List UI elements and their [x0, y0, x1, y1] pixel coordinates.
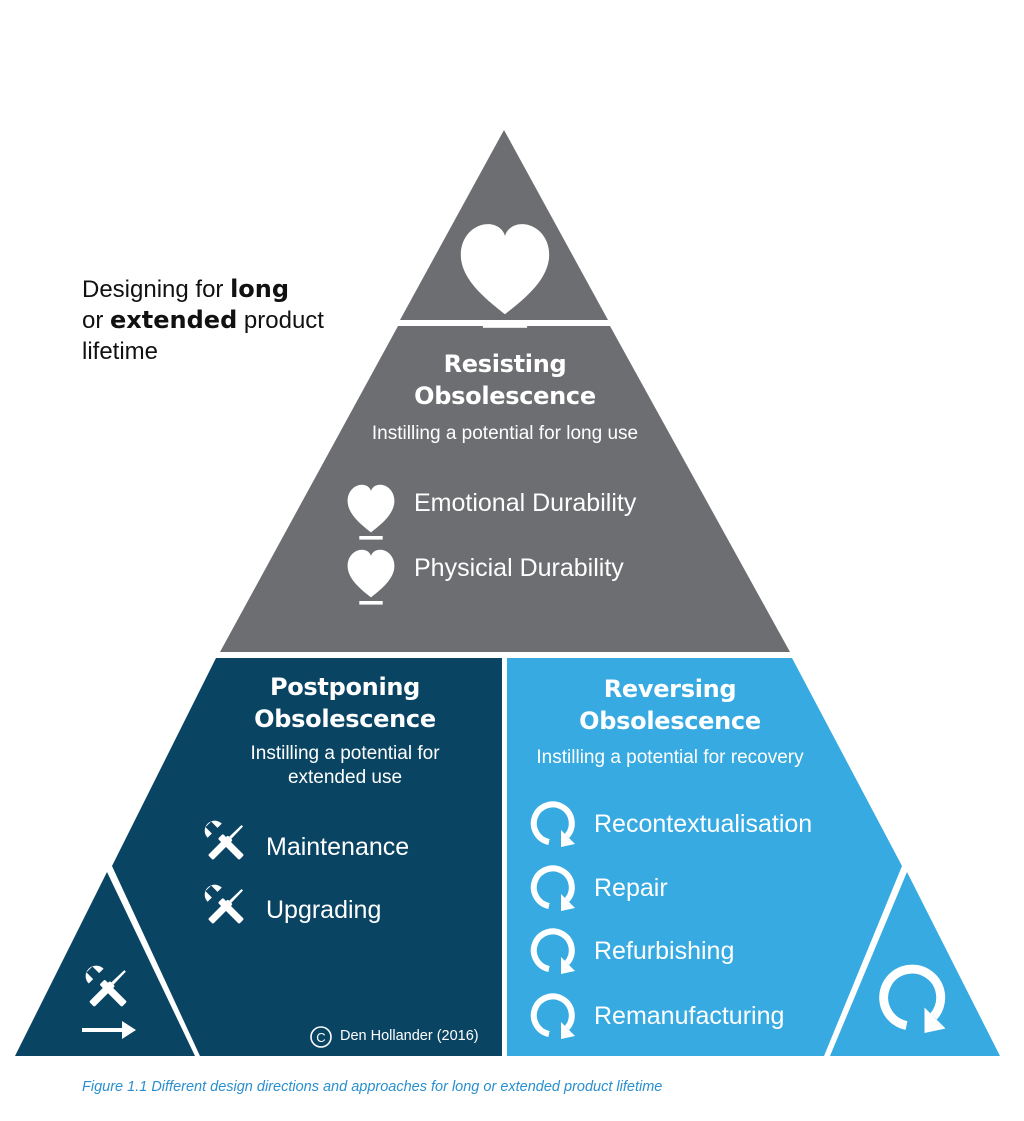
resisting-title: Resisting Obsolescence — [414, 350, 596, 410]
wrench-screwdriver-arrow-icon — [81, 961, 136, 1039]
item-maintenance: Maintenance — [266, 833, 410, 861]
item-upgrading: Upgrading — [266, 896, 382, 924]
item-recontextualisation: Recontextualisation — [594, 810, 813, 838]
reversing-section — [507, 658, 902, 1056]
item-repair: Repair — [594, 874, 668, 902]
figure-caption: Figure 1.1 Different design directions a… — [82, 1079, 663, 1095]
reversing-subtitle: Instilling a potential for recovery — [536, 747, 804, 768]
item-physical-durability: Physicial Durability — [414, 554, 624, 582]
copyright-symbol — [310, 1026, 332, 1048]
postponing-title: Postponing Obsolescence — [254, 673, 436, 733]
resisting-subtitle: Instilling a potential for long use — [371, 423, 639, 444]
postponing-section — [112, 658, 502, 1056]
corner-left-section — [15, 872, 195, 1056]
corner-right-section — [830, 872, 1000, 1056]
reversing-title: Reversing Obsolescence — [579, 675, 761, 735]
credit-text: Den Hollander (2016) — [340, 1028, 479, 1044]
side-note: Designing for long or extended product l… — [82, 275, 324, 365]
item-refurbishing: Refurbishing — [594, 937, 735, 965]
apex-section — [400, 130, 608, 320]
item-emotional-durability: Emotional Durability — [414, 489, 637, 517]
postponing-subtitle: Instilling a potential for extended use — [250, 743, 440, 788]
item-remanufacturing: Remanufacturing — [594, 1002, 785, 1030]
copyright-letter: C — [316, 1030, 325, 1045]
